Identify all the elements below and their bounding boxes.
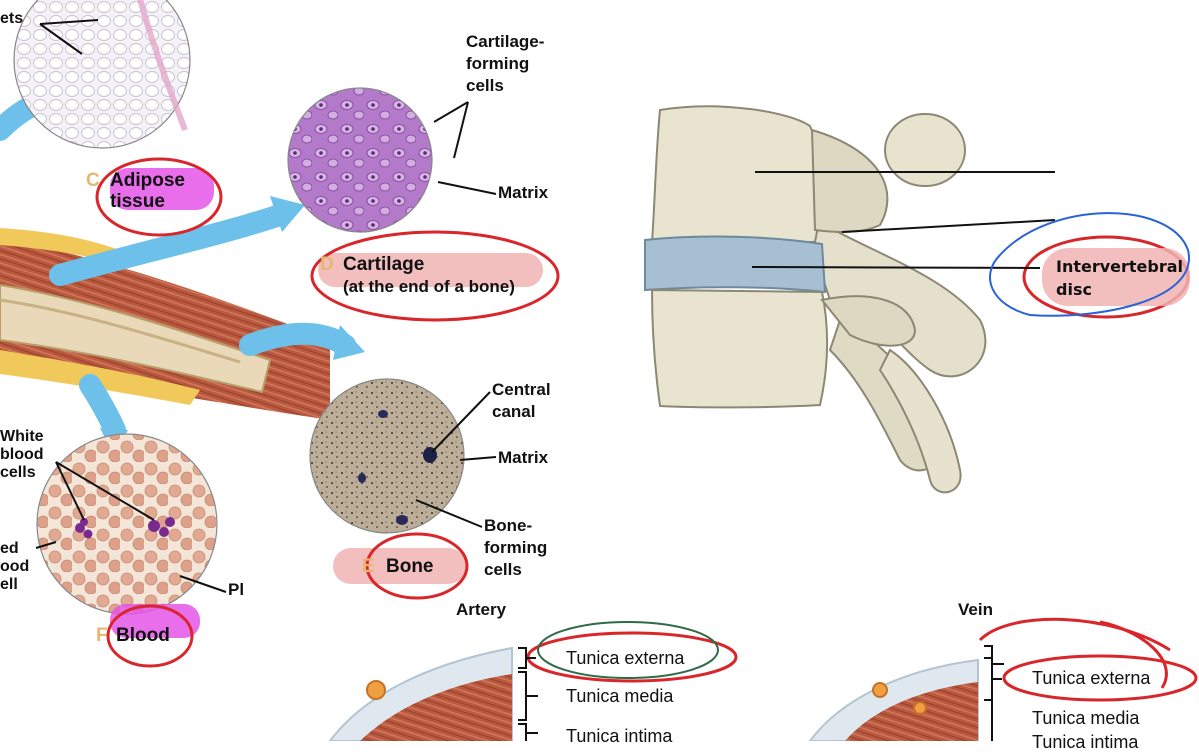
adipose-highlight [110, 168, 214, 210]
disc-label-line1: Intervertebral [1056, 257, 1184, 276]
wbc-label-2: blood [0, 446, 44, 463]
adipose-letter: C [86, 170, 100, 191]
bone-cells-label-1: Bone- [484, 516, 533, 535]
cartilage-cells-label-2: forming [466, 54, 530, 73]
vein-brackets [984, 645, 1004, 741]
blood-title: Blood [116, 625, 170, 646]
cartilage-matrix-label: Matrix [498, 183, 549, 202]
cartilage-letter: D [320, 254, 334, 275]
artery-illustration [328, 646, 513, 741]
bone-title: Bone [386, 556, 434, 577]
limb-cross-section [0, 228, 330, 420]
wbc-label-3: cells [0, 464, 36, 481]
artery-layer-media: Tunica media [566, 686, 674, 706]
rbc-label-1: ed [0, 540, 19, 557]
vein-layer-intima: Tunica intima [1032, 732, 1139, 752]
vein-illustration [808, 658, 979, 741]
cartilage-micrograph [287, 87, 433, 233]
wbc-label-1: White [0, 428, 44, 445]
bone-highlight [333, 548, 466, 584]
bone-canal-label-1: Central [492, 380, 551, 399]
blood-micrograph [36, 433, 218, 615]
rbc-label-2: ood [0, 558, 30, 575]
plasma-label-fragment: Pl [228, 580, 245, 599]
rbc-label-3: ell [0, 576, 18, 593]
bone-matrix-label: Matrix [498, 448, 549, 467]
blue-annotation [989, 212, 1190, 317]
cartilage-cells-label-1: Cartilage- [466, 32, 545, 51]
bone-canal-label-2: canal [492, 402, 536, 421]
adipose-part-label: ets [0, 10, 24, 27]
cartilage-highlight [318, 253, 543, 287]
adipose-name-line1: Adipose [110, 170, 185, 191]
artery-title: Artery [456, 600, 507, 619]
bone-micrograph [309, 378, 465, 534]
blood-letter: F [96, 625, 108, 646]
artery-brackets [518, 647, 538, 741]
white-blood-cells [75, 517, 175, 539]
artery-layer-intima: Tunica intima [566, 726, 673, 746]
cartilage-title: Cartilage [343, 254, 425, 275]
vertebrae-illustration [644, 105, 987, 494]
bone-letter: E [362, 556, 375, 577]
cartilage-cells-label-3: cells [466, 76, 504, 95]
disc-label-line2: disc [1056, 280, 1092, 299]
bone-cells-label-2: forming [484, 538, 548, 557]
disc-highlight [1042, 248, 1190, 306]
cartilage-subtitle: (at the end of a bone) [343, 277, 515, 296]
green-annotation [537, 621, 719, 679]
vein-layer-media: Tunica media [1032, 708, 1140, 728]
vein-layer-externa: Tunica externa [1032, 668, 1151, 688]
vein-title: Vein [958, 600, 993, 619]
artery-layer-externa: Tunica externa [566, 648, 685, 668]
adipose-name-line2: tissue [110, 191, 165, 212]
bone-cells-label-3: cells [484, 560, 522, 579]
intervertebral-disc [644, 235, 827, 294]
